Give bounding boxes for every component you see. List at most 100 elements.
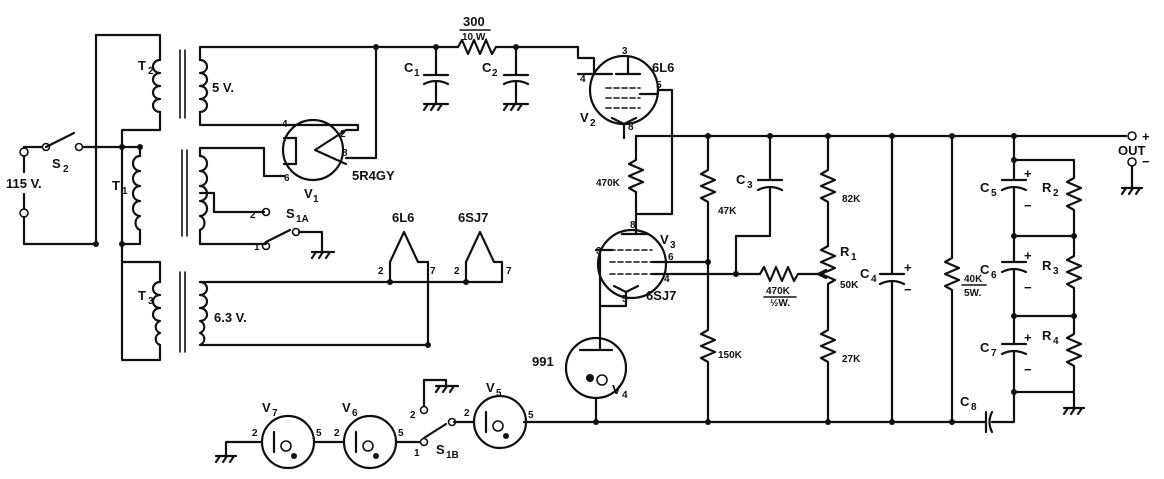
svg-text:1: 1 <box>313 194 319 205</box>
svg-text:2: 2 <box>590 118 596 129</box>
svg-text:5: 5 <box>398 428 404 439</box>
svg-text:3: 3 <box>148 296 154 307</box>
svg-text:5: 5 <box>622 294 628 305</box>
svg-text:+: + <box>1024 248 1032 263</box>
svg-text:2: 2 <box>250 210 256 221</box>
svg-text:3: 3 <box>1053 266 1059 277</box>
v3-label: V <box>660 232 669 247</box>
svg-text:8: 8 <box>342 148 348 159</box>
svg-text:+: + <box>1024 330 1032 345</box>
r1-label: R <box>840 244 850 259</box>
bottom-rail: C 8 <box>522 390 1016 434</box>
transformer-t2: T 2 5 V. <box>138 45 378 160</box>
tube-v7: 2 5 V 7 <box>214 400 322 470</box>
svg-text:2: 2 <box>340 129 346 140</box>
svg-text:−: − <box>1024 198 1032 213</box>
v4-type-label: 991 <box>532 354 554 369</box>
c7-label: C <box>980 340 990 355</box>
switch-s2: S 2 <box>41 131 142 175</box>
r4-label: R <box>1042 328 1052 343</box>
capacitor-c3: C 3 <box>734 134 784 276</box>
r-grid-watts: ½W. <box>770 298 790 309</box>
heater-6l6: 6L6 2 7 <box>378 210 436 285</box>
switch-s1b: 2 1 S 1B <box>402 378 460 461</box>
svg-text:1B: 1B <box>446 450 459 461</box>
svg-text:3: 3 <box>596 246 602 257</box>
svg-text:−: − <box>1024 280 1032 295</box>
tube-v3-6sj7: 8 3 6 4 5 V 3 6SJ7 <box>594 212 739 350</box>
r-27k-label: 27K <box>842 354 861 365</box>
svg-text:6: 6 <box>352 408 358 419</box>
output-positive-rail: + OUT − <box>634 129 1150 196</box>
svg-text:6: 6 <box>668 252 674 263</box>
r-150k-label: 150K <box>718 350 743 361</box>
svg-text:2: 2 <box>1053 188 1059 199</box>
out-minus-label: − <box>1142 154 1150 169</box>
t2-label: T <box>138 58 146 73</box>
capacitor-c4: C 4 + − <box>860 134 912 424</box>
s1b-label: S <box>436 442 445 457</box>
svg-text:8: 8 <box>630 220 636 231</box>
t3-label: T <box>138 288 146 303</box>
screen-divider-47k-150k: 47K 150K <box>699 134 743 424</box>
svg-text:2: 2 <box>252 428 258 439</box>
c8-label: C <box>960 394 970 409</box>
heater-6sj7: 6SJ7 2 7 <box>425 210 512 348</box>
svg-text:6: 6 <box>991 270 997 281</box>
svg-text:7: 7 <box>430 266 436 277</box>
svg-text:1A: 1A <box>296 214 309 225</box>
svg-text:1: 1 <box>122 186 128 197</box>
v5-label: V <box>486 380 495 395</box>
svg-text:2: 2 <box>410 410 416 421</box>
svg-text:3: 3 <box>622 46 628 57</box>
tube-v2-6l6: 3 4 5 8 6L6 V 2 <box>576 46 674 140</box>
svg-text:4: 4 <box>282 119 288 130</box>
transformer-t3: T 3 6.3 V. <box>138 260 504 353</box>
svg-text:2: 2 <box>454 266 460 277</box>
svg-text:8: 8 <box>628 122 634 133</box>
c2-label: C <box>482 60 492 75</box>
svg-text:8: 8 <box>971 402 977 413</box>
svg-text:6: 6 <box>284 173 290 184</box>
svg-text:7: 7 <box>991 348 997 359</box>
svg-text:1: 1 <box>254 242 260 253</box>
t1-label: T <box>112 178 120 193</box>
bleeder-resistor-40k: 40K 5W. <box>943 134 987 424</box>
tube-v6: 2 5 V 6 <box>312 400 406 470</box>
r-82k-label: 82K <box>842 194 861 205</box>
c6-label: C <box>980 262 990 277</box>
svg-text:2: 2 <box>378 266 384 277</box>
switch-s1a: 2 1 S 1A <box>250 206 336 260</box>
svg-text:4: 4 <box>664 274 670 285</box>
svg-text:5: 5 <box>496 388 502 399</box>
line-voltage-label: 115 V. <box>6 176 42 191</box>
transformer-primary-bus <box>93 33 162 362</box>
svg-text:5: 5 <box>316 428 322 439</box>
plate-resistor-470k: 470K <box>596 134 674 216</box>
svg-text:2: 2 <box>148 66 154 77</box>
svg-text:5: 5 <box>656 80 662 91</box>
heater-6l6-label: 6L6 <box>392 210 414 225</box>
v4-label: V <box>612 382 621 397</box>
v1-type-label: 5R4GY <box>352 168 395 183</box>
t3-secondary-label: 6.3 V. <box>214 310 247 325</box>
heater-6sj7-label: 6SJ7 <box>458 210 488 225</box>
svg-text:4: 4 <box>580 74 586 85</box>
svg-text:4: 4 <box>1053 336 1059 347</box>
v1-label: V <box>304 186 313 201</box>
svg-text:2: 2 <box>334 428 340 439</box>
svg-text:5: 5 <box>528 410 534 421</box>
out-plus-label: + <box>1142 129 1150 144</box>
tube-v5: 2 5 V 5 <box>452 380 534 450</box>
line-input: 115 V. <box>6 145 98 246</box>
capacitor-resistor-stack: C 5 + − C 6 + − C 7 + − R 2 R 3 R 4 <box>980 134 1086 416</box>
svg-text:1: 1 <box>414 448 420 459</box>
v2-type-label: 6L6 <box>652 60 674 75</box>
tube-v4-991: 991 V 4 <box>532 336 628 424</box>
c3-label: C <box>736 172 746 187</box>
v3-type-label: 6SJ7 <box>646 288 676 303</box>
tube-v1-rectifier: 4 2 8 6 V 1 5R4GY <box>281 118 395 205</box>
svg-text:3: 3 <box>747 180 753 191</box>
potentiometer-r1: 82K R 1 50K 27K <box>816 134 861 424</box>
